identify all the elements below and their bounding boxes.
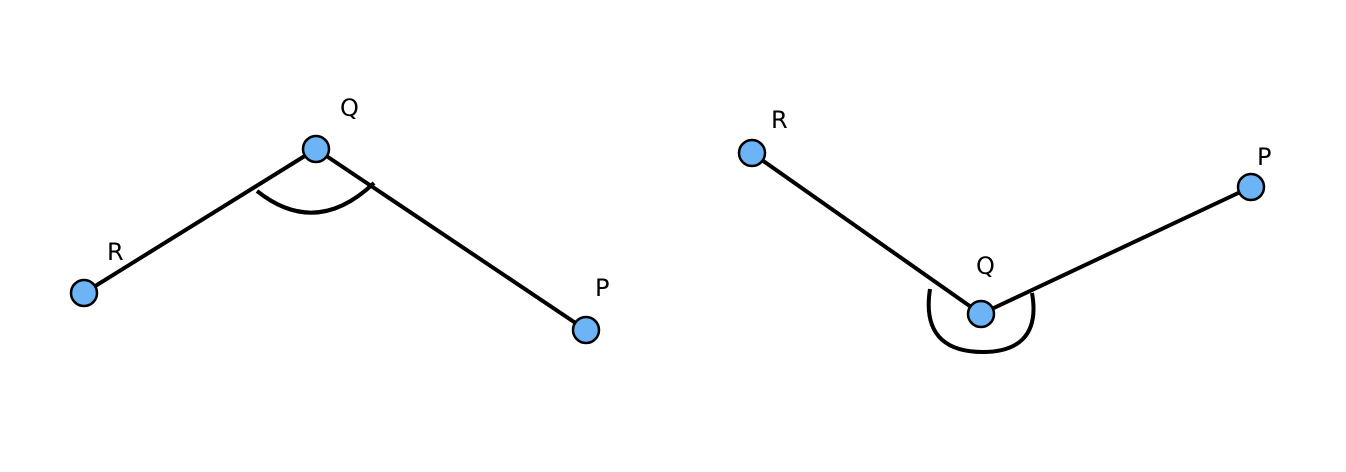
label-q: Q (976, 252, 995, 280)
angle-arc (255, 181, 376, 215)
point-q[interactable] (966, 299, 996, 329)
point-p[interactable] (1236, 172, 1266, 202)
point-r[interactable] (69, 278, 99, 308)
figure-2: Q R P (737, 106, 1271, 355)
label-p: P (595, 274, 609, 302)
segment-qr (82, 147, 318, 295)
label-p: P (1257, 143, 1271, 171)
segment-qp (314, 147, 588, 332)
point-p[interactable] (571, 315, 601, 345)
figure-1: Q R P (69, 94, 609, 345)
point-q[interactable] (301, 134, 331, 164)
label-r: R (107, 238, 124, 266)
label-q: Q (340, 94, 359, 122)
point-r[interactable] (737, 138, 767, 168)
segment-qp (980, 185, 1252, 316)
label-r: R (771, 106, 788, 134)
angle-arc (926, 288, 1036, 355)
segment-qr (750, 151, 983, 316)
